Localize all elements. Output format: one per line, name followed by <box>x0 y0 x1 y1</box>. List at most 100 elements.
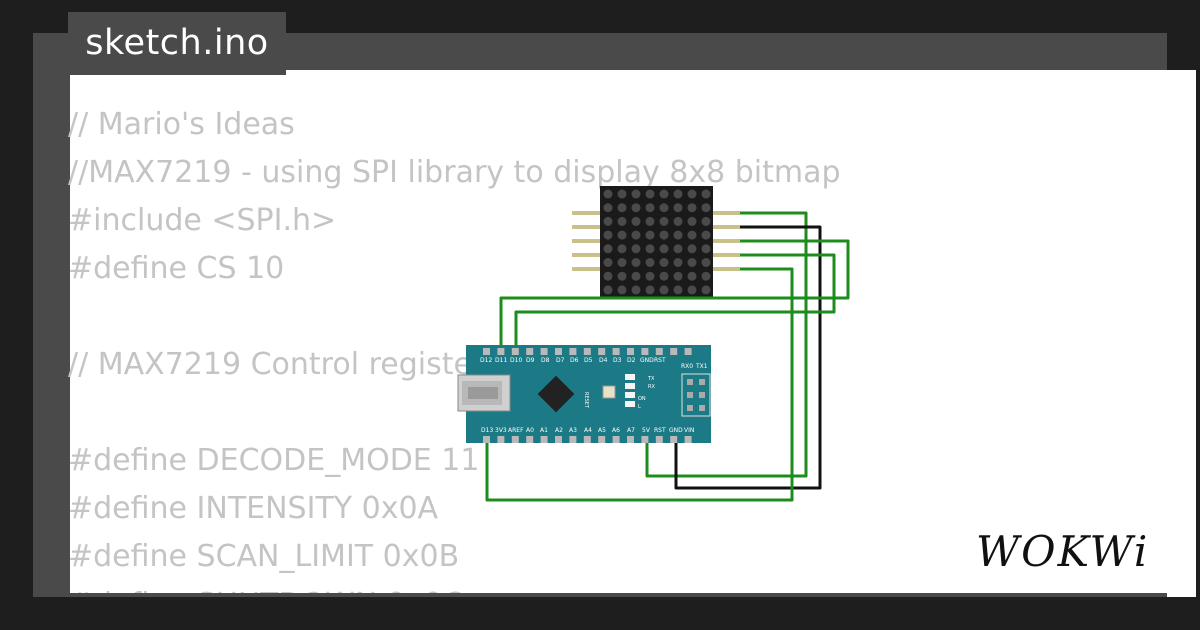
pin-label: D10 <box>510 357 522 364</box>
matrix-led <box>659 230 669 240</box>
header-pin[interactable] <box>569 348 577 355</box>
header-pin[interactable] <box>641 348 649 355</box>
pin-label: GND <box>640 357 654 364</box>
header-pin[interactable] <box>540 348 548 355</box>
header-pin[interactable] <box>627 348 634 355</box>
pin-label: D3 <box>613 357 622 364</box>
matrix-led <box>659 271 669 281</box>
header-pin[interactable] <box>655 348 663 355</box>
bottom-pin-headers <box>483 436 692 443</box>
header-pin[interactable] <box>583 436 591 443</box>
wire-din <box>499 239 850 353</box>
pin-label: A7 <box>627 427 635 434</box>
matrix-led <box>659 258 669 267</box>
matrix-led <box>631 230 641 240</box>
reset-label: RESET <box>583 392 589 409</box>
pin-label: RST <box>654 357 666 364</box>
led-label: L <box>638 404 641 410</box>
header-pin[interactable] <box>612 436 620 443</box>
pin-label: D5 <box>584 357 593 364</box>
matrix-led <box>617 230 627 240</box>
header-pin[interactable] <box>569 436 577 443</box>
header-pin[interactable] <box>526 348 534 355</box>
header-pin[interactable] <box>670 436 678 443</box>
reset-button[interactable] <box>602 385 616 399</box>
header-pin[interactable] <box>598 436 606 443</box>
header-pin[interactable] <box>540 436 548 443</box>
pin-label: D8 <box>541 357 550 364</box>
header-pin[interactable] <box>655 436 663 443</box>
header-pin[interactable] <box>598 348 606 355</box>
matrix-led <box>603 203 613 213</box>
matrix-pins <box>572 211 740 271</box>
matrix-led <box>617 203 627 213</box>
matrix-led <box>603 285 613 295</box>
matrix-leds <box>603 189 711 295</box>
header-pin[interactable] <box>511 436 519 443</box>
matrix-led <box>645 230 655 240</box>
matrix-led <box>701 258 711 267</box>
wire-gnd <box>674 225 822 490</box>
header-pin[interactable] <box>483 348 490 355</box>
header-pin[interactable] <box>641 436 649 443</box>
code-line: // MAX7219 Control registe <box>68 347 472 382</box>
header-pin[interactable] <box>497 348 505 355</box>
header-pin[interactable] <box>555 436 562 443</box>
wokwi-logo: WOKWi <box>976 527 1150 576</box>
matrix-led <box>645 285 655 295</box>
led-matrix[interactable] <box>600 186 713 297</box>
pin-label: D6 <box>570 357 579 364</box>
pin-label: RST <box>654 427 666 434</box>
matrix-led <box>701 216 711 226</box>
pin-label: GND <box>669 427 683 434</box>
header-pin[interactable] <box>483 436 490 443</box>
matrix-led <box>631 189 641 199</box>
header-pin[interactable] <box>670 348 678 355</box>
matrix-led <box>701 230 711 240</box>
matrix-led <box>645 216 655 226</box>
usb-connector <box>457 374 511 412</box>
code-line: #define DECODE_MODE 11 <box>68 443 480 478</box>
matrix-led <box>701 285 711 295</box>
matrix-led <box>603 244 613 254</box>
header-pin[interactable] <box>684 348 692 355</box>
matrix-led <box>645 244 655 254</box>
header-pin[interactable] <box>583 348 591 355</box>
pin-label: A6 <box>612 427 620 434</box>
header-pin[interactable] <box>627 436 634 443</box>
pin-label: A2 <box>555 427 563 434</box>
pin-label: D2 <box>627 357 636 364</box>
pin-label: D4 <box>599 357 608 364</box>
matrix-led <box>673 244 683 254</box>
pin-label: D9 <box>526 357 535 364</box>
header-pin[interactable] <box>497 436 505 443</box>
matrix-led <box>617 258 627 267</box>
header-pin[interactable] <box>684 436 692 443</box>
led-labels: TX RX ON L <box>638 376 655 410</box>
matrix-led <box>603 230 613 240</box>
matrix-led <box>617 285 627 295</box>
microcontroller-chip <box>537 375 575 413</box>
matrix-led <box>617 244 627 254</box>
arduino-nano[interactable]: D12 D11 D10 D9 D8 D7 D6 D5 D4 D3 D2 GND … <box>457 345 711 443</box>
header-pin[interactable] <box>526 436 534 443</box>
matrix-led <box>687 285 697 295</box>
top-pin-labels: D12 D11 D10 D9 D8 D7 D6 D5 D4 D3 D2 GND … <box>480 357 708 370</box>
header-pin[interactable] <box>511 348 519 355</box>
matrix-led <box>673 189 683 199</box>
matrix-led <box>603 189 613 199</box>
header-pin[interactable] <box>555 348 562 355</box>
led-label: TX <box>647 376 655 382</box>
matrix-led <box>673 271 683 281</box>
pin-label: D7 <box>556 357 565 364</box>
header-pin[interactable] <box>612 348 620 355</box>
matrix-led <box>673 216 683 226</box>
matrix-led <box>617 189 627 199</box>
matrix-led <box>631 244 641 254</box>
file-tab[interactable]: sketch.ino <box>68 12 286 75</box>
pin-label: 3V3 <box>495 427 507 434</box>
bottom-pin-labels: D13 3V3 AREF A0 A1 A2 A3 A4 A5 A6 A7 5V … <box>481 427 694 434</box>
card-bottom-edge <box>33 593 1167 597</box>
pin-label: A1 <box>540 427 548 434</box>
